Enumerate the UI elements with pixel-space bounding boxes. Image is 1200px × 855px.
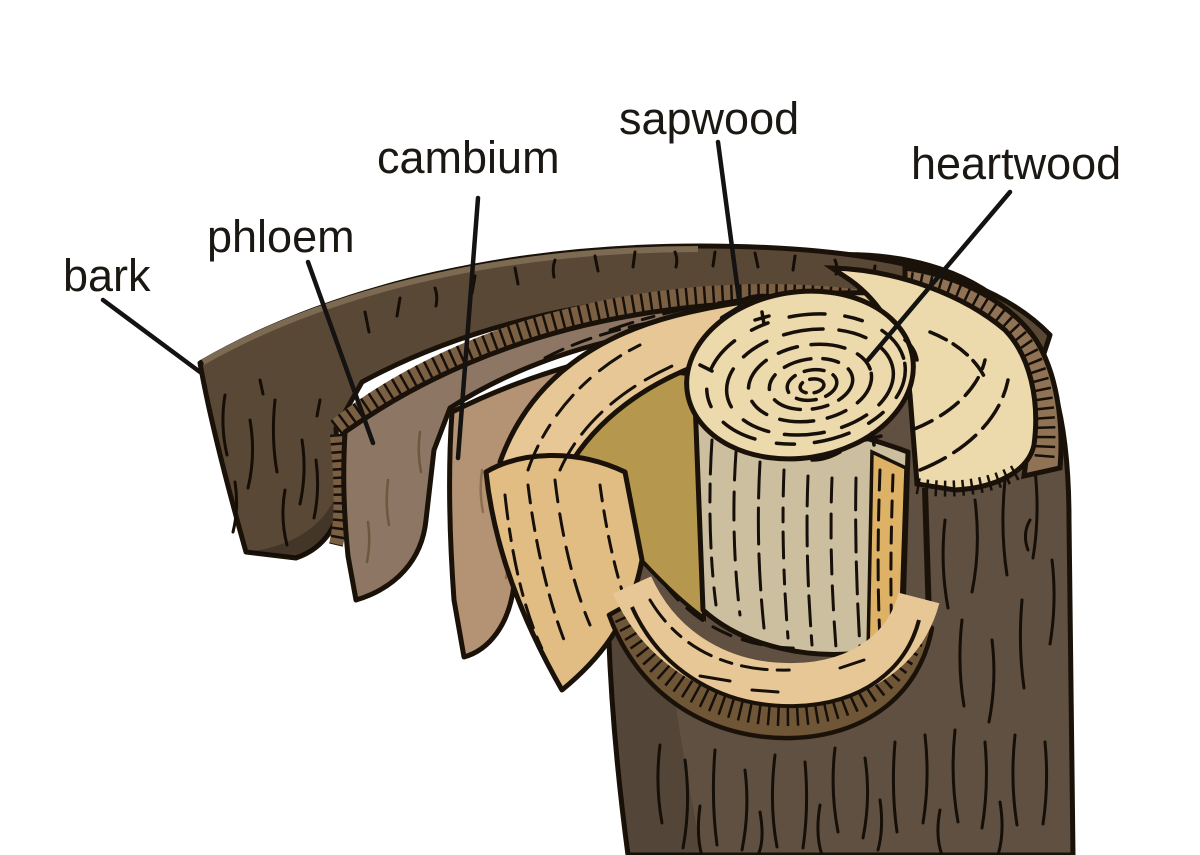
phloem-leader-line: [305, 259, 376, 446]
label-sapwood: sapwood: [619, 93, 800, 144]
heartwood-leader-line: [865, 189, 1013, 363]
leader-lines: [100, 139, 1013, 461]
front-shelf: [612, 575, 940, 709]
bark-texture: [221, 250, 990, 547]
sapwood-leader-line: [715, 139, 743, 321]
bark-leader-line: [100, 297, 203, 375]
label-phloem: phloem: [207, 211, 355, 262]
cut-surface-edge-hatch: [915, 463, 1025, 497]
growth-rings: [698, 293, 919, 462]
label-cambium: cambium: [377, 132, 560, 183]
front-shelf-grain: [648, 583, 866, 694]
trunk-corner-edge: [922, 487, 932, 619]
label-heartwood: heartwood: [911, 138, 1122, 189]
label-bark: bark: [63, 250, 151, 301]
heartwood-side-grain: [708, 438, 895, 650]
cambium-leader-line: [455, 195, 481, 461]
heartwood-top: [684, 288, 919, 462]
